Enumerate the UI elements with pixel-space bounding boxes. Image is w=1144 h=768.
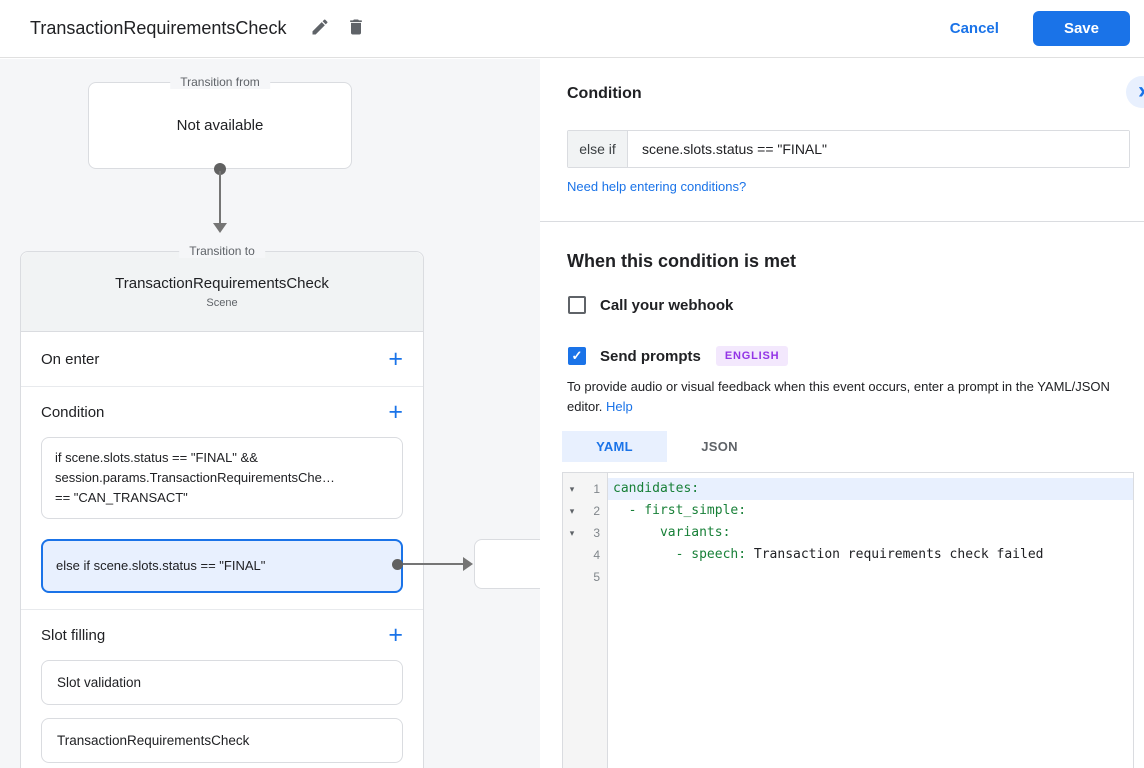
yaml-key: variants:	[613, 525, 731, 540]
code-line: - speech: Transaction requirements check…	[608, 544, 1133, 566]
chevron-right-icon: ›	[1138, 77, 1144, 104]
slot-filling-section: Slot filling + Slot validation Transacti…	[21, 610, 423, 763]
slot-validation-item[interactable]: Slot validation	[41, 660, 403, 705]
add-condition-button[interactable]: +	[388, 398, 403, 426]
on-enter-section: On enter +	[21, 332, 423, 387]
transition-to-legend: Transition to	[179, 244, 265, 258]
prompts-description-text: To provide audio or visual feedback when…	[567, 379, 1110, 414]
line-number: 5	[593, 570, 600, 584]
condition-item-else-if-selected[interactable]: else if scene.slots.status == "FINAL"	[41, 539, 403, 593]
send-prompts-checkbox[interactable]: ✓	[568, 347, 586, 365]
code-line: - first_simple:	[608, 500, 1133, 522]
panel-title: Condition	[567, 85, 642, 102]
arrow-right-icon	[463, 557, 473, 571]
transition-from-box: Transition from Not available	[88, 75, 352, 169]
yaml-key: - first_simple:	[613, 503, 747, 518]
webhook-checkbox[interactable]	[568, 296, 586, 314]
add-on-enter-button[interactable]: +	[388, 345, 403, 373]
gutter-row: ▾ 2	[563, 500, 607, 522]
condition-input-group: else if	[567, 130, 1130, 168]
condition-section-label: Condition	[41, 403, 105, 421]
code-line	[608, 566, 1133, 588]
trash-icon	[346, 17, 366, 40]
arrow-down-icon	[213, 223, 227, 233]
prompts-description: To provide audio or visual feedback when…	[567, 377, 1135, 417]
slot-filling-label: Slot filling	[41, 626, 106, 644]
line-number: 2	[593, 504, 600, 518]
fold-arrow-icon[interactable]: ▾	[569, 483, 575, 494]
code-editor: ▾ 1 ▾ 2 ▾ 3 4 5 candidates: - first_sim	[562, 472, 1134, 768]
save-button[interactable]: Save	[1032, 11, 1130, 46]
webhook-option-row: Call your webhook	[568, 296, 733, 314]
transition-target-box[interactable]	[474, 539, 540, 589]
line-number: 1	[593, 482, 600, 496]
line-number: 3	[593, 526, 600, 540]
fold-arrow-icon[interactable]: ▾	[569, 505, 575, 516]
scene-name: TransactionRequirementsCheck	[115, 274, 329, 292]
editor-gutter: ▾ 1 ▾ 2 ▾ 3 4 5	[563, 473, 608, 768]
connector-dot-right	[392, 559, 403, 570]
condition-section: Condition + if scene.slots.status == "FI…	[21, 387, 423, 610]
editor-tabs: YAML JSON	[562, 431, 772, 462]
slot-transaction-item[interactable]: TransactionRequirementsCheck	[41, 718, 403, 763]
gutter-row: 4	[563, 544, 607, 566]
language-badge: ENGLISH	[715, 346, 789, 366]
gutter-row: 5	[563, 566, 607, 588]
fold-arrow-icon[interactable]: ▾	[569, 527, 575, 538]
connector-line-right	[403, 563, 463, 565]
scene-diagram-canvas: Transition from Not available Transition…	[0, 59, 540, 768]
prompts-option-row: ✓ Send prompts ENGLISH	[568, 346, 789, 366]
collapse-panel-button[interactable]: ›	[1126, 76, 1144, 108]
tab-yaml[interactable]: YAML	[562, 431, 667, 462]
connector-dot-down	[214, 163, 226, 175]
panel-divider	[540, 221, 1144, 222]
code-line: candidates:	[608, 478, 1133, 500]
conditions-help-link[interactable]: Need help entering conditions?	[567, 179, 747, 194]
on-enter-label: On enter	[41, 350, 100, 368]
transition-from-legend: Transition from	[170, 75, 270, 89]
line-number: 4	[593, 548, 600, 562]
condition-expression-input[interactable]	[628, 131, 1129, 167]
connector-line-down	[219, 171, 221, 223]
yaml-key: - speech:	[613, 547, 747, 562]
scene-card-header[interactable]: TransactionRequirementsCheck Scene	[21, 252, 423, 332]
yaml-value: Transaction requirements check failed	[746, 547, 1044, 562]
delete-scene-button[interactable]	[346, 17, 366, 40]
cancel-button[interactable]: Cancel	[949, 20, 999, 37]
checkmark-icon: ✓	[571, 348, 583, 363]
add-slot-button[interactable]: +	[388, 621, 403, 649]
scene-card: Transition to TransactionRequirementsChe…	[20, 244, 424, 768]
condition-prefix-label: else if	[568, 131, 628, 167]
top-bar: TransactionRequirementsCheck Cancel Save	[0, 0, 1144, 58]
webhook-label: Call your webhook	[600, 296, 734, 314]
prompts-help-link[interactable]: Help	[606, 399, 633, 414]
code-line: variants:	[608, 522, 1133, 544]
condition-detail-panel: Condition › else if Need help entering c…	[540, 59, 1144, 768]
transition-from-value: Not available	[176, 117, 264, 134]
yaml-key: candidates:	[613, 481, 700, 496]
condition-item-if[interactable]: if scene.slots.status == "FINAL" && sess…	[41, 437, 403, 519]
when-condition-met-title: When this condition is met	[567, 251, 796, 271]
pencil-icon	[310, 17, 330, 40]
page-title: TransactionRequirementsCheck	[30, 18, 287, 38]
edit-title-button[interactable]	[310, 17, 330, 40]
send-prompts-label: Send prompts	[600, 347, 701, 365]
gutter-row: ▾ 1	[563, 478, 607, 500]
scene-type-label: Scene	[206, 296, 238, 309]
tab-json[interactable]: JSON	[667, 431, 772, 462]
gutter-row: ▾ 3	[563, 522, 607, 544]
code-area[interactable]: candidates: - first_simple: variants: - …	[608, 473, 1133, 768]
